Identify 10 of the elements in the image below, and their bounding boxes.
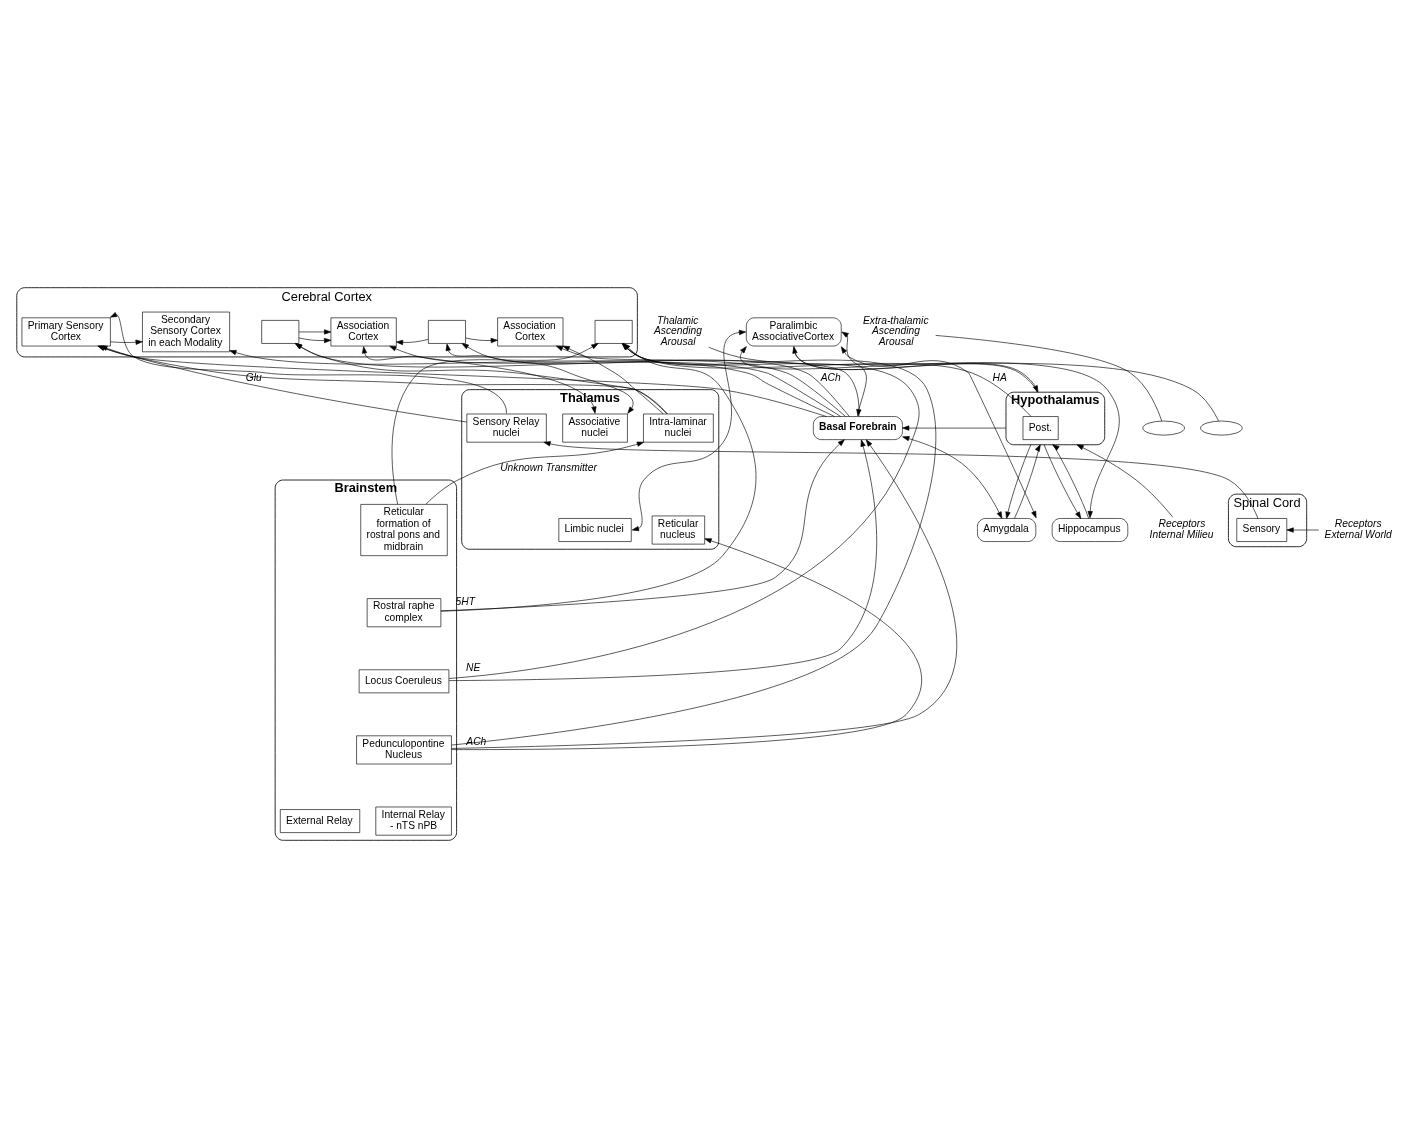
- node-text: Receptors External World: [1324, 517, 1392, 540]
- node-text: Thalamic Ascending Arousal: [654, 314, 702, 347]
- node-text: Receptors Internal Milieu: [1149, 517, 1214, 540]
- edge-label: Glu: [245, 371, 262, 383]
- edge-label: Unknown Transmitter: [500, 461, 597, 473]
- edge-label: ACh: [466, 735, 487, 747]
- node-text: Extra-thalamic Ascending Arousal: [863, 314, 929, 347]
- edge-label: HA: [992, 371, 1007, 383]
- edge-label: ACh: [820, 371, 841, 383]
- edge-label: NE: [465, 661, 481, 673]
